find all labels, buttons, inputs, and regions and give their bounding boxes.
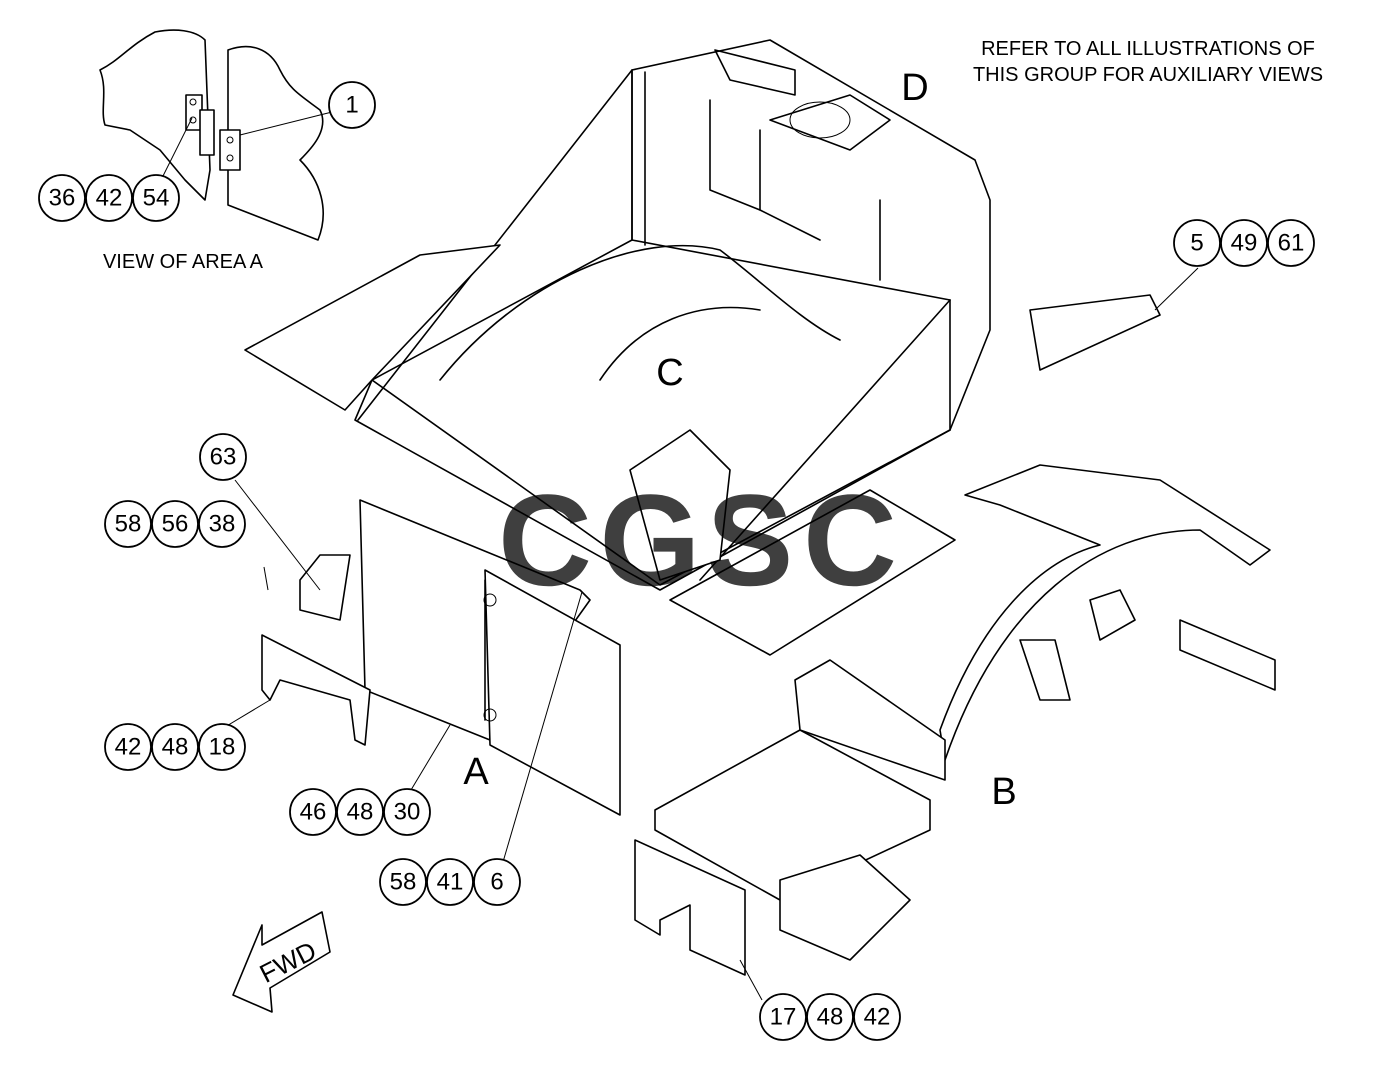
callout-number: 41 <box>437 869 464 896</box>
callout-number: 17 <box>770 1004 797 1031</box>
area-label-b: B <box>991 771 1016 813</box>
area-label-c: C <box>656 352 683 394</box>
callout-number: 38 <box>209 511 236 538</box>
callout-number: 58 <box>390 869 417 896</box>
callout-number: 30 <box>394 799 421 826</box>
callout-group-42-48-18: 42 48 18 <box>104 723 246 771</box>
callout-group-36-42-54: 36 42 54 <box>38 174 180 222</box>
area-label-a: A <box>463 751 489 793</box>
callout-number: 48 <box>162 734 189 761</box>
callout-group-17-48-42: 17 48 42 <box>759 993 901 1041</box>
door-panels <box>261 499 621 816</box>
detail-caption: VIEW OF AREA A <box>103 251 264 273</box>
callout-number: 5 <box>1190 230 1203 257</box>
callout-group-58-56-38: 58 56 38 <box>104 500 246 548</box>
area-label-d: D <box>901 67 928 109</box>
callout-number: 61 <box>1278 230 1305 257</box>
detail-view-area-a <box>99 29 324 241</box>
callout-number: 63 <box>210 444 237 471</box>
callout-group-58-41-6: 58 41 6 <box>379 858 521 906</box>
callout-number: 18 <box>209 734 236 761</box>
callout-group-5-49-61: 5 49 61 <box>1173 219 1315 267</box>
callout-bubble <box>328 81 376 129</box>
callout-number: 54 <box>143 185 170 212</box>
watermark: C G S C <box>498 467 897 613</box>
callout-number: 48 <box>347 799 374 826</box>
note-line-2: THIS GROUP FOR AUXILIARY VIEWS <box>973 64 1323 86</box>
callout-number: 42 <box>96 185 123 212</box>
callout-number: 49 <box>1231 230 1258 257</box>
callout-1: 1 <box>328 81 376 129</box>
callout-group-46-48-30: 46 48 30 <box>289 788 431 836</box>
watermark-letter-4: C <box>803 467 897 613</box>
cab-structure <box>244 39 991 591</box>
callout-63: 63 <box>199 433 247 481</box>
watermark-letter-3: S <box>707 467 794 613</box>
callout-number: 6 <box>490 869 503 896</box>
callout-number: 1 <box>345 92 358 119</box>
leader-lines <box>159 111 1199 1001</box>
floor-and-fender <box>634 294 1276 976</box>
callout-number: 58 <box>115 511 142 538</box>
forward-arrow <box>232 911 331 1013</box>
note-line-1: REFER TO ALL ILLUSTRATIONS OF <box>981 38 1315 60</box>
callout-number: 42 <box>864 1004 891 1031</box>
callout-number: 46 <box>300 799 327 826</box>
watermark-letter-1: C <box>498 467 592 613</box>
callout-number: 42 <box>115 734 142 761</box>
callout-number: 56 <box>162 511 189 538</box>
watermark-letter-2: G <box>599 467 700 613</box>
callout-number: 48 <box>817 1004 844 1031</box>
callout-number: 36 <box>49 185 76 212</box>
